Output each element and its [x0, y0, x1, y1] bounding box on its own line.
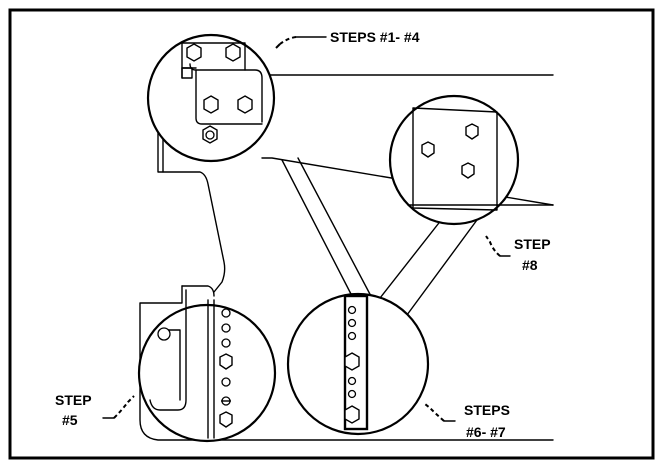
bolt-hex-8-icon — [219, 353, 233, 370]
callout-step-5-number: #5 — [62, 412, 78, 428]
bolt-hex-5-icon — [421, 141, 435, 158]
bolt-hex-3-icon — [203, 95, 219, 114]
bolt-hex-2-icon — [225, 43, 241, 62]
magnifier-step-5 — [137, 289, 277, 443]
magnifier-step-8 — [388, 94, 554, 226]
bolt-hex-11-icon — [344, 405, 360, 424]
bolt-hex-4-icon — [237, 95, 253, 114]
bolt-hex-6-icon — [465, 123, 479, 140]
callout-steps-1-4: STEPS #1- #4 — [330, 29, 420, 45]
magnifier-steps-1-4 — [146, 33, 276, 163]
bolt-hex-10-icon — [344, 352, 360, 371]
callout-step-8-number: #8 — [522, 257, 538, 273]
callout-step-5-label: STEP — [55, 392, 92, 408]
callout-steps-6-7-number: #6- #7 — [466, 424, 506, 440]
bolt-hex-1-icon — [186, 43, 202, 62]
bolt-hex-9-icon — [219, 411, 233, 428]
magnifier-steps-6-7 — [286, 292, 430, 436]
callout-step-8-label: STEP — [514, 236, 551, 252]
leader-lines — [102, 36, 511, 422]
diagram-border — [8, 8, 655, 460]
bolt-hex-7-icon — [461, 162, 475, 179]
callout-steps-6-7-label: STEPS — [464, 402, 510, 418]
